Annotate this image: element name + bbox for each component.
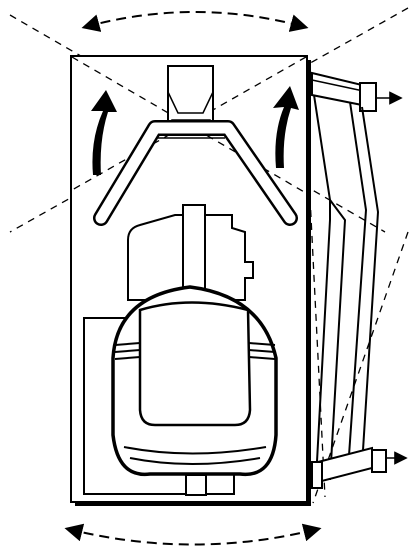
machine-body [127,204,254,301]
rotation-arrows [91,86,299,175]
left-rotation-arrow [91,90,117,175]
operator-seat [111,285,278,477]
dashed-line-c [309,196,326,498]
top-range-arrow [81,11,309,32]
right-rotation-arrow [273,86,299,168]
seat-base-block [185,474,207,496]
steering-bar [93,120,298,226]
side-unit-attachment [311,71,408,489]
dashed-line-d [312,231,409,504]
bottom-range-arrow [64,523,322,546]
